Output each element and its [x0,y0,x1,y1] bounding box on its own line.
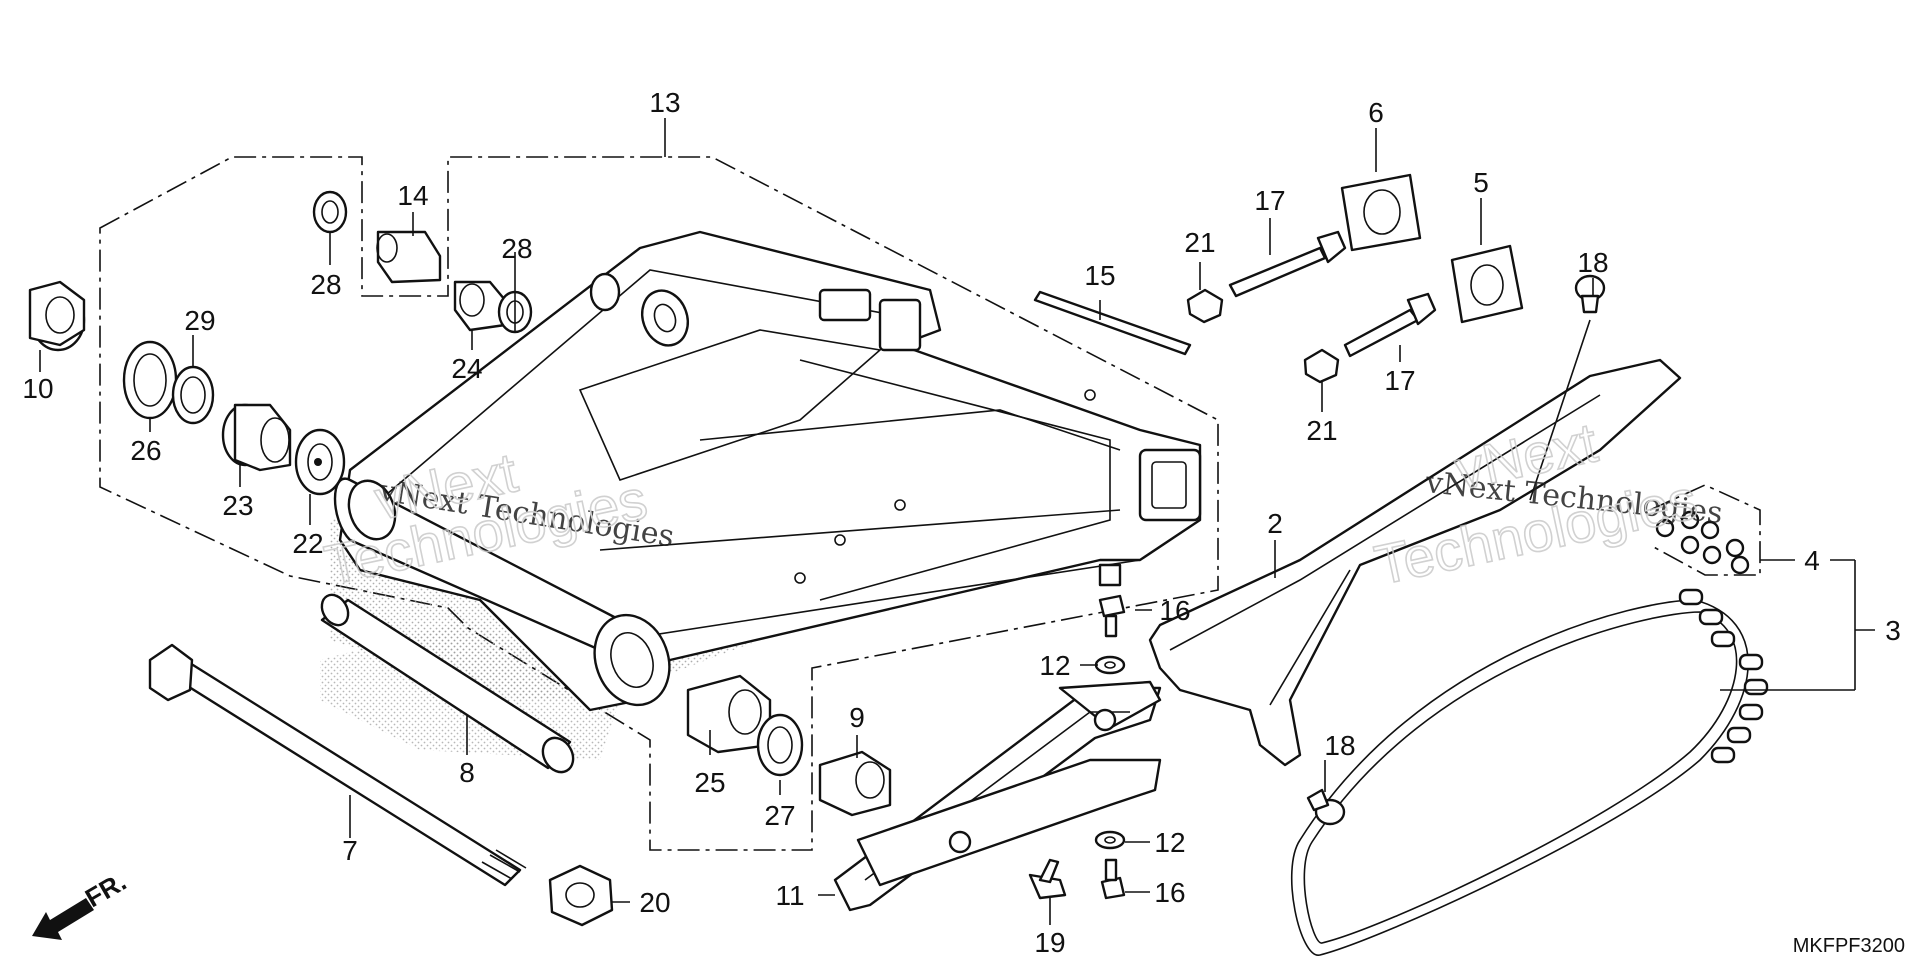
callout-25: 25 [694,767,725,798]
adjuster-block-6 [1340,173,1422,252]
callout-16-lower: 16 [1154,877,1185,908]
callout-26: 26 [130,435,161,466]
bolt-16-upper [1098,594,1126,638]
callout-5: 5 [1473,167,1489,198]
callout-6: 6 [1368,97,1384,128]
callout-22: 22 [292,528,323,559]
callout-7: 7 [342,835,358,866]
snap-ring-29 [171,365,215,425]
bearing-23 [221,403,292,472]
callout-4: 4 [1804,545,1820,576]
seal-27 [756,713,804,777]
callout-16-upper: 16 [1159,595,1190,626]
nut-20 [548,864,614,927]
callout-24: 24 [451,353,482,384]
screw-18-upper [1574,274,1606,314]
bolt-17-upper [1228,230,1347,298]
callout-14: 14 [397,180,428,211]
swingarm [320,230,1202,760]
seal-26 [122,340,178,420]
callout-12-lower: 12 [1154,827,1185,858]
pivot-bolt-7 [148,643,527,887]
pivot-sleeve-8 [320,593,575,774]
leader-lines [39,118,1875,925]
bolt-17-lower [1343,292,1437,358]
group-4-boundary [1649,484,1761,576]
callouts: 13 14 28 28 24 10 29 26 23 22 15 6 17 21… [22,87,1900,958]
bolt-16-lower [1100,858,1126,900]
washer-12-lower [1094,830,1126,850]
callout-8: 8 [459,757,475,788]
bearing-22 [294,428,346,496]
callout-28-right: 28 [501,233,532,264]
nut-21-lower [1303,348,1340,384]
adjuster-block-5 [1450,244,1524,324]
callout-20: 20 [639,887,670,918]
callout-9: 9 [849,702,865,733]
arrow-down-left-icon [32,898,94,940]
callout-21-upper: 21 [1184,227,1215,258]
front-direction-indicator: FR. [32,866,131,940]
callout-29: 29 [184,305,215,336]
callout-10: 10 [22,373,53,404]
collar-9 [818,750,892,817]
bolt-19 [1028,858,1067,900]
nut-21-upper [1186,288,1224,324]
callout-23: 23 [222,490,253,521]
bearing-25 [686,674,772,754]
catalog-code: MKFPF3200 [1793,935,1905,957]
washer-12-upper [1094,655,1126,675]
callout-11: 11 [775,880,804,911]
drive-chain-3 [1290,588,1769,956]
callout-21-lower: 21 [1306,415,1337,446]
callout-12-upper: 12 [1039,650,1070,681]
callout-28-left: 28 [310,269,341,300]
callout-17-upper: 17 [1254,185,1285,216]
callout-27: 27 [764,800,795,831]
collar-10 [28,280,86,352]
callout-18-lower: 18 [1324,730,1355,761]
callout-2: 2 [1267,508,1283,539]
callout-3: 3 [1885,615,1901,646]
callout-15: 15 [1084,260,1115,291]
collar-14 [376,230,442,284]
chain-case-2 [1148,358,1682,767]
callout-17-lower: 17 [1384,365,1415,396]
chain-links [1678,588,1769,764]
master-link-4 [1655,510,1750,575]
callout-13: 13 [649,87,680,118]
sticker-15 [1033,290,1192,356]
screw-18-lower [1306,788,1346,826]
seal-28-left [312,190,348,234]
callout-18-upper: 18 [1577,247,1608,278]
bearing-24 [453,280,507,332]
callout-19: 19 [1034,927,1065,958]
chain-slider-11 [833,680,1162,912]
